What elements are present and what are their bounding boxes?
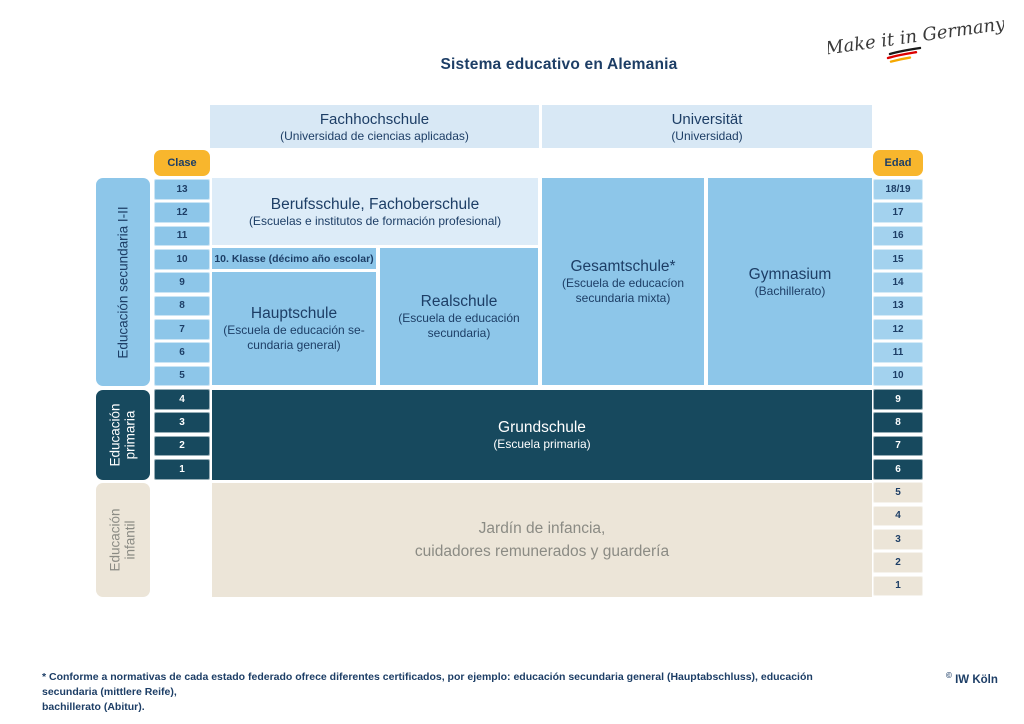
clase-cell-10: 10 <box>154 248 210 270</box>
edad-cell-6: 6 <box>873 458 923 480</box>
clase-badge: Clase <box>154 150 210 176</box>
edad-cell-16: 16 <box>873 225 923 247</box>
section-label-primaria-text: Educación primaria <box>108 403 139 467</box>
hauptschule-title: Hauptschule <box>250 305 338 322</box>
gymnasium-subtitle: (Bachillerato) <box>754 283 826 298</box>
logo-graphic: Make it in Germany <box>823 13 1007 63</box>
edad-cell-15: 15 <box>873 248 923 270</box>
berufsschule-subtitle: (Escuelas e institutos de formación prof… <box>248 213 502 228</box>
edad-cell-14: 14 <box>873 272 923 293</box>
section-label-secundaria: Educación secundaria I-II <box>96 178 150 386</box>
edad-cell-8: 8 <box>873 412 923 433</box>
credit-text: IW Köln <box>955 673 998 686</box>
edad-badge: Edad <box>873 150 923 176</box>
clase-cell-2: 2 <box>154 435 210 457</box>
berufsschule-title: Berufsschule, Fachoberschule <box>270 195 480 213</box>
edad-cell-9: 9 <box>873 388 923 410</box>
section-label-infantil-text: Educación infantil <box>108 508 139 572</box>
clase-cell-8: 8 <box>154 295 210 317</box>
clase-cell-5: 5 <box>154 365 210 387</box>
box-gesamtschule: Gesamtschule* (Escuela de educacíon secu… <box>542 178 704 385</box>
hauptschule-subtitle: (Escuela de educación se- cundaria gener… <box>223 323 365 352</box>
section-label-secundaria-text: Educación secundaria I-II <box>115 205 131 359</box>
edad-cell-17: 17 <box>873 202 923 223</box>
edad-cell-18-19: 18/19 <box>873 179 923 200</box>
copyright-symbol: © <box>946 671 952 680</box>
edad-cell-3: 3 <box>873 528 923 550</box>
gesamtschule-subtitle: (Escuela de educacíon secundaria mixta) <box>561 276 685 305</box>
clase-cell-13: 13 <box>154 179 210 200</box>
universitaet-title: Universität <box>671 110 743 128</box>
section-label-primaria: Educación primaria <box>96 390 150 480</box>
gesamtschule-title: Gesamtschule* <box>570 258 676 275</box>
clase-cell-9: 9 <box>154 272 210 293</box>
clase-cell-1: 1 <box>154 458 210 480</box>
edad-cell-12: 12 <box>873 318 923 340</box>
gymnasium-title: Gymnasium <box>748 265 832 283</box>
realschule-title: Realschule <box>420 293 498 310</box>
clase-cell-4: 4 <box>154 388 210 410</box>
edad-cell-11: 11 <box>873 342 923 363</box>
box-10-klasse: 10. Klasse (décimo año escolar) <box>212 248 376 269</box>
edad-cell-10: 10 <box>873 365 923 387</box>
credit: © IW Köln <box>946 671 998 686</box>
clase-cell-12: 12 <box>154 202 210 223</box>
edad-cell-1: 1 <box>873 575 923 597</box>
universitaet-subtitle: (Universidad) <box>671 128 743 143</box>
box-berufsschule: Berufsschule, Fachoberschule (Escuelas e… <box>212 178 538 245</box>
clase-cell-6: 6 <box>154 342 210 363</box>
jardin-title: Jardín de infancia, cuidadores remunerad… <box>414 520 670 560</box>
klasse10-label: 10. Klasse (décimo año escolar) <box>214 252 374 265</box>
edad-cell-4: 4 <box>873 505 923 527</box>
box-grundschule: Grundschule (Escuela primaria) <box>212 390 872 480</box>
edad-cell-7: 7 <box>873 435 923 457</box>
box-realschule: Realschule (Escuela de educación secunda… <box>380 248 538 385</box>
box-jardin-de-infancia: Jardín de infancia, cuidadores remunerad… <box>212 483 872 597</box>
footnote: * Conforme a normativas de cada estado f… <box>42 671 813 713</box>
grundschule-title: Grundschule <box>498 419 586 436</box>
fachhochschule-subtitle: (Universidad de ciencias aplicadas) <box>280 128 469 143</box>
box-hauptschule: Hauptschule (Escuela de educación se- cu… <box>212 272 376 385</box>
fachhochschule-title: Fachhochschule <box>319 110 430 128</box>
header-universitaet: Universität (Universidad) <box>542 105 872 148</box>
page-title: Sistema educativo en Alemania <box>440 56 678 73</box>
edad-cell-5: 5 <box>873 482 923 503</box>
section-label-infantil: Educación infantil <box>96 483 150 597</box>
box-gymnasium: Gymnasium (Bachillerato) <box>708 178 872 385</box>
make-it-in-germany-logo: Make it in Germany <box>823 12 1007 70</box>
grundschule-subtitle: (Escuela primaria) <box>493 437 591 451</box>
realschule-subtitle: (Escuela de educación secundaria) <box>398 311 520 340</box>
german-flag-swoosh-icon <box>886 46 922 63</box>
clase-cell-3: 3 <box>154 412 210 433</box>
clase-cell-11: 11 <box>154 225 210 247</box>
clase-cell-7: 7 <box>154 318 210 340</box>
header-fachhochschule: Fachhochschule (Universidad de ciencias … <box>210 105 539 148</box>
edad-cell-13: 13 <box>873 295 923 317</box>
edad-cell-2: 2 <box>873 552 923 573</box>
